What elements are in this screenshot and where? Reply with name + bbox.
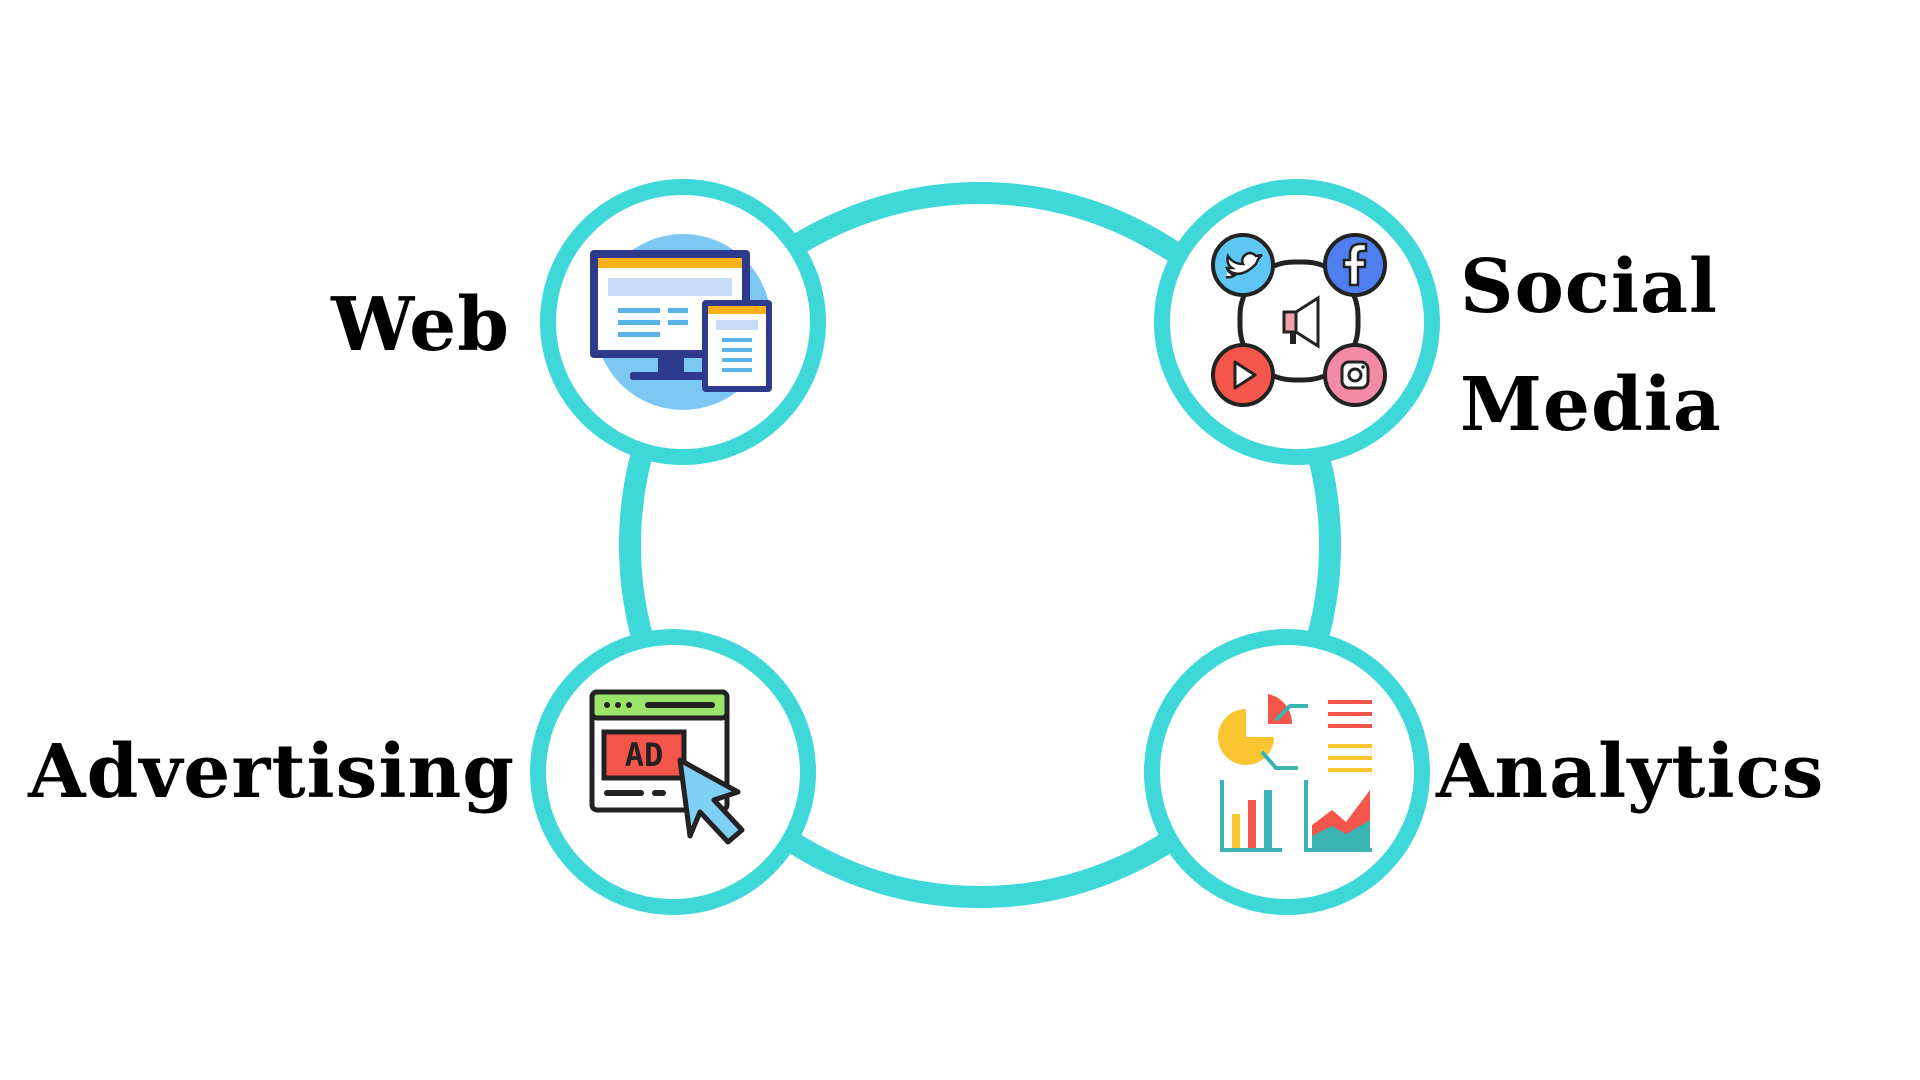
ad-click-icon: AD xyxy=(589,689,745,845)
node-label-social-line-2: Media xyxy=(1460,362,1722,449)
node-label-social-line-1: Social xyxy=(1460,244,1719,330)
node-social-media xyxy=(1154,179,1440,465)
node-analytics-circle xyxy=(1144,629,1430,915)
node-label-advertising: Advertising xyxy=(28,729,515,815)
analytics-charts-icon xyxy=(1218,694,1372,852)
node-label-analytics: Analytics xyxy=(1436,729,1825,815)
node-analytics xyxy=(1144,629,1430,915)
svg-text:AD: AD xyxy=(625,736,664,774)
social-media-network-icon xyxy=(1211,233,1387,407)
megaphone-icon xyxy=(1282,295,1320,349)
central-ring xyxy=(619,182,1341,908)
facebook-icon xyxy=(1323,233,1387,297)
node-label-web: Web xyxy=(331,282,510,368)
node-advertising: AD xyxy=(530,629,816,915)
twitter-icon xyxy=(1211,233,1275,297)
instagram-icon xyxy=(1323,343,1387,407)
youtube-icon xyxy=(1211,343,1275,407)
node-label-social-media: Social Media xyxy=(1460,228,1722,465)
responsive-devices-icon xyxy=(590,234,772,410)
node-web xyxy=(540,179,826,465)
